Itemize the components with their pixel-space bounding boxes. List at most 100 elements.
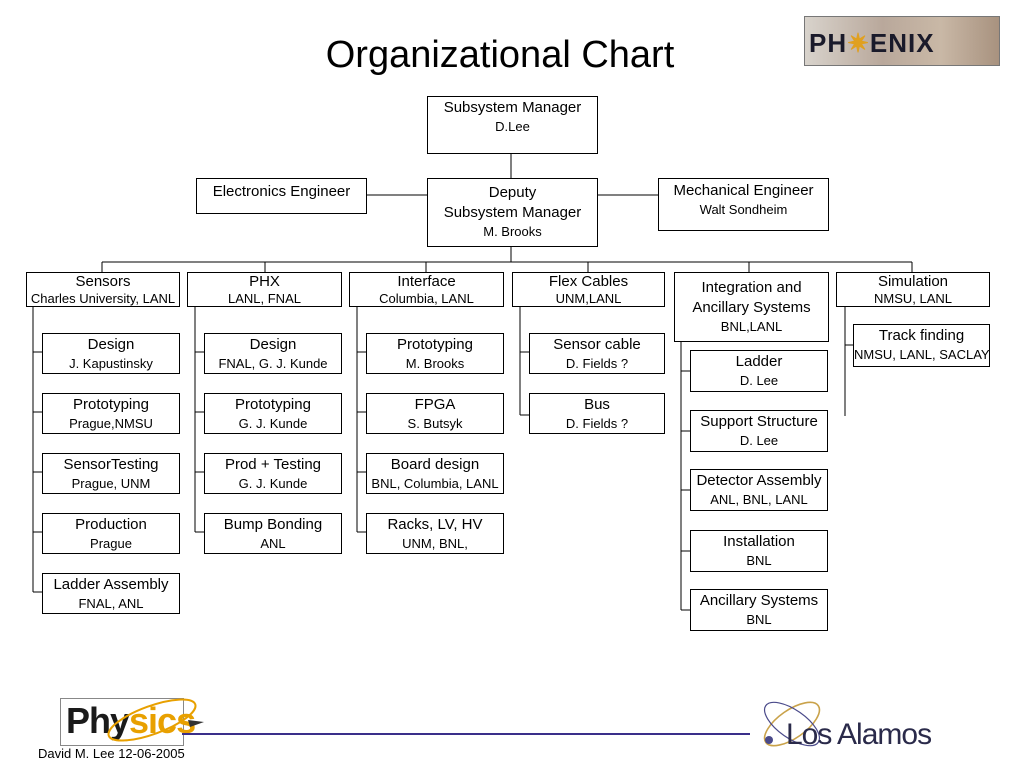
los-alamos-logo-mark	[763, 701, 821, 747]
task-owner: BNL	[746, 553, 772, 568]
task-title: Ladder Assembly	[53, 576, 169, 593]
task-owner: D. Fields ?	[565, 416, 629, 431]
sensors-title: Sensors	[75, 273, 131, 290]
task-title: FPGA	[414, 396, 456, 413]
electronics-engineer-box: Electronics Engineer	[196, 178, 367, 214]
task-title: Sensor cable	[553, 336, 641, 353]
los-alamos-logo: Los Alamos	[786, 718, 932, 751]
interface-title: Interface	[397, 273, 456, 290]
integration-detector-assembly-box: Detector Assembly ANL, BNL, LANL	[690, 469, 828, 511]
task-owner: BNL	[746, 612, 772, 627]
simulation-track-finding-box: Track finding NMSU, LANL, SACLAY	[853, 324, 990, 367]
task-title: Design	[87, 336, 135, 353]
task-title: Prototyping	[73, 396, 149, 413]
integration-installation-box: Installation BNL	[690, 530, 828, 572]
task-title: Detector Assembly	[696, 472, 822, 489]
phx-bump-bonding-box: Bump Bonding ANL	[204, 513, 342, 554]
integration-support-structure-box: Support Structure D. Lee	[690, 410, 828, 452]
footer-rule	[182, 733, 750, 735]
task-owner: NMSU, LANL, SACLAY	[854, 347, 990, 362]
task-title: Support Structure	[700, 413, 818, 430]
task-owner: FNAL, G. J. Kunde	[218, 356, 328, 371]
task-owner: G. J. Kunde	[238, 416, 308, 431]
task-title: Racks, LV, HV	[387, 516, 483, 533]
task-owner: Prague	[90, 536, 132, 551]
subsystem-manager-title: Subsystem Manager	[443, 99, 582, 116]
task-title: Prototyping	[235, 396, 311, 413]
simulation-header-box: Simulation NMSU, LANL	[836, 272, 990, 307]
task-owner: J. Kapustinsky	[69, 356, 153, 371]
phx-prod-testing-box: Prod + Testing G. J. Kunde	[204, 453, 342, 494]
page-title: Organizational Chart	[325, 34, 675, 76]
task-title: Bus	[584, 396, 610, 413]
sensors-header-box: Sensors Charles University, LANL	[26, 272, 180, 307]
task-title: Production	[75, 516, 147, 533]
deputy-manager-box: Deputy Subsystem Manager M. Brooks	[427, 178, 598, 247]
task-title: Installation	[723, 533, 795, 550]
phenix-logo: PH✷ENIX	[804, 16, 1000, 66]
integration-title-line1: Integration and	[701, 279, 802, 296]
integration-ancillary-systems-box: Ancillary Systems BNL	[690, 589, 828, 631]
mechanical-engineer-name: Walt Sondheim	[699, 202, 788, 217]
interface-fpga-box: FPGA S. Butsyk	[366, 393, 504, 434]
phx-header-box: PHX LANL, FNAL	[187, 272, 342, 307]
subsystem-manager-name: D.Lee	[495, 119, 530, 134]
deputy-title-line1: Deputy	[488, 184, 537, 201]
task-title: SensorTesting	[63, 456, 159, 473]
electronics-engineer-title: Electronics Engineer	[212, 183, 351, 200]
sensors-sub: Charles University, LANL	[30, 291, 176, 306]
task-owner: Prague,NMSU	[69, 416, 153, 431]
interface-prototyping-box: Prototyping M. Brooks	[366, 333, 504, 374]
sensors-design-box: Design J. Kapustinsky	[42, 333, 180, 374]
task-owner: D. Fields ?	[565, 356, 629, 371]
task-title: Ladder	[735, 353, 783, 370]
task-owner: ANL	[260, 536, 286, 551]
phx-prototyping-box: Prototyping G. J. Kunde	[204, 393, 342, 434]
flex-cables-title: Flex Cables	[548, 273, 629, 290]
subsystem-manager-box: Subsystem Manager D.Lee	[427, 96, 598, 154]
interface-sub: Columbia, LANL	[379, 291, 474, 306]
deputy-name: M. Brooks	[483, 224, 542, 239]
phx-sub: LANL, FNAL	[228, 291, 301, 306]
task-title: Prod + Testing	[224, 456, 322, 473]
task-owner: D. Lee	[739, 433, 779, 448]
integration-title-line2: Ancillary Systems	[692, 299, 811, 316]
task-owner: FNAL, ANL	[78, 596, 144, 611]
sensors-ladder-assembly-box: Ladder Assembly FNAL, ANL	[42, 573, 180, 614]
flex-cables-sub: UNM,LANL	[555, 291, 622, 306]
deputy-title-line2: Subsystem Manager	[443, 204, 582, 221]
flex-cables-header-box: Flex Cables UNM,LANL	[512, 272, 665, 307]
sensors-prototyping-box: Prototyping Prague,NMSU	[42, 393, 180, 434]
physics-logo-frame	[60, 698, 184, 746]
mechanical-engineer-box: Mechanical Engineer Walt Sondheim	[658, 178, 829, 231]
interface-board-design-box: Board design BNL, Columbia, LANL	[366, 453, 504, 494]
task-title: Ancillary Systems	[699, 592, 819, 609]
integration-sub: BNL,LANL	[720, 319, 783, 334]
task-title: Design	[249, 336, 297, 353]
task-owner: UNM, BNL,	[402, 536, 468, 551]
task-owner: S. Butsyk	[407, 416, 463, 431]
task-owner: M. Brooks	[405, 356, 465, 371]
task-owner: Prague, UNM	[71, 476, 151, 491]
phx-design-box: Design FNAL, G. J. Kunde	[204, 333, 342, 374]
flex-bus-box: Bus D. Fields ?	[529, 393, 665, 434]
integration-header-box: Integration and Ancillary Systems BNL,LA…	[674, 272, 829, 342]
sensors-production-box: Production Prague	[42, 513, 180, 554]
integration-ladder-box: Ladder D. Lee	[690, 350, 828, 392]
task-owner: ANL, BNL, LANL	[710, 492, 808, 507]
footer-author: David M. Lee 12-06-2005	[38, 746, 185, 761]
interface-header-box: Interface Columbia, LANL	[349, 272, 504, 307]
interface-racks-box: Racks, LV, HV UNM, BNL,	[366, 513, 504, 554]
task-title: Board design	[390, 456, 480, 473]
mechanical-engineer-title: Mechanical Engineer	[673, 182, 814, 199]
task-title: Bump Bonding	[223, 516, 323, 533]
task-owner: D. Lee	[739, 373, 779, 388]
physics-logo-orbit	[107, 698, 204, 742]
simulation-title: Simulation	[877, 273, 949, 290]
sensors-testing-box: SensorTesting Prague, UNM	[42, 453, 180, 494]
flex-sensor-cable-box: Sensor cable D. Fields ?	[529, 333, 665, 374]
task-title: Prototyping	[397, 336, 473, 353]
task-owner: G. J. Kunde	[238, 476, 308, 491]
task-title: Track finding	[878, 327, 965, 344]
